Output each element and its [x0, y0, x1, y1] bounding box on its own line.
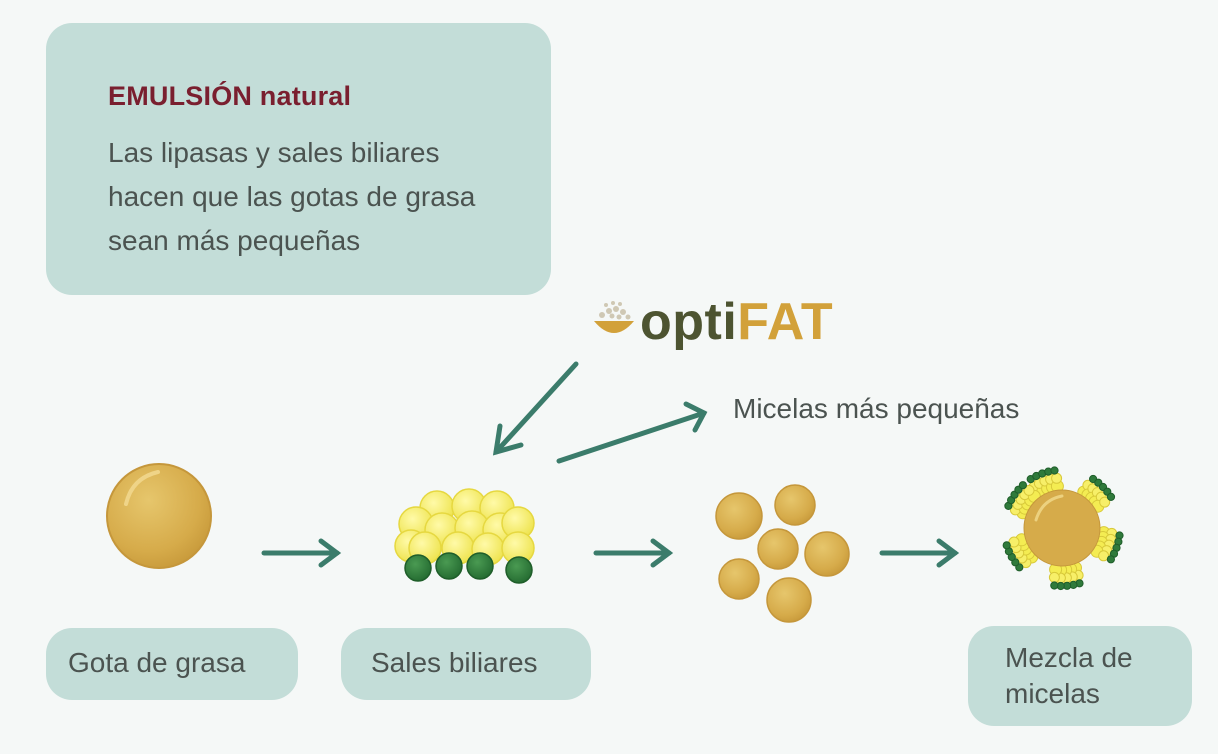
label-gota-text: Gota de grasa [68, 647, 246, 678]
small-micelles-icon [715, 484, 850, 623]
arrow-to-micelas-label [556, 401, 708, 464]
arrow-right-1 [261, 538, 342, 568]
bile-salt-green [1050, 581, 1059, 590]
bile-salt-green [1106, 555, 1116, 564]
bile-salt-yellow [1048, 571, 1060, 583]
label-mezcla-text-2: micelas [1005, 678, 1100, 709]
arrow-optifat-to-sales [492, 361, 579, 456]
mixed-micelle-icon [1002, 466, 1124, 591]
label-sales-biliares: Sales biliares [341, 628, 591, 700]
micelas-annotation: Micelas más pequeñas [733, 393, 1020, 424]
label-sales-text: Sales biliares [371, 647, 538, 678]
micelle-highlight [1034, 494, 1064, 522]
logo-suffix: FAT [737, 293, 834, 351]
info-line: Las lipasas y sales biliares [108, 137, 440, 168]
arrow-right-2 [593, 538, 674, 568]
bile-salt-yellow [1051, 472, 1063, 484]
fat-droplet-icon [106, 463, 212, 569]
droplets-bowl-icon [594, 301, 634, 333]
bile-salt-green [1018, 481, 1028, 490]
bile-salt-yellow [1099, 496, 1111, 508]
bile-salts-cluster-icon [394, 488, 535, 584]
bile-salt-green [1002, 541, 1011, 550]
label-mezcla-text-1: Mezcla de [1005, 642, 1133, 673]
micelle-core [1023, 489, 1101, 567]
arrow-right-3 [879, 538, 960, 568]
info-line: sean más pequeñas [108, 225, 361, 256]
bile-salt-green [1106, 492, 1116, 501]
bile-salt-yellow [1098, 550, 1110, 562]
logo-prefix: opti [640, 293, 738, 351]
bile-salt-green [1050, 466, 1059, 475]
info-line: hacen que las gotas de grasa [108, 181, 476, 212]
label-mezcla-de-micelas: Mezcla de micelas [968, 626, 1192, 726]
info-box: EMULSIÓN natural Las lipasas y sales bil… [46, 23, 551, 295]
label-gota-de-grasa: Gota de grasa [46, 628, 298, 700]
info-title: EMULSIÓN natural [108, 81, 352, 111]
optifat-logo: optiFAT [592, 292, 833, 352]
info-body: Las lipasas y sales biliares hacen que l… [108, 131, 528, 263]
bile-salt-yellow [1023, 484, 1035, 496]
